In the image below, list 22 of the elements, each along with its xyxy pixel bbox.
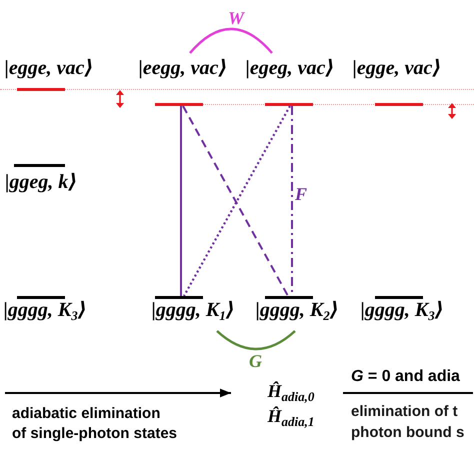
edge-label: W	[228, 8, 244, 28]
edge-label: G = 0 and adia	[351, 367, 460, 387]
state-label: |egeg, vac⟩	[246, 57, 335, 79]
state-label: |gggg, K$_{3}$⟩	[360, 299, 444, 321]
state-label: |egge, vac⟩	[4, 57, 94, 79]
annotation-text: elimination of t photon bound s	[351, 402, 466, 443]
operator-label: Ĥ$_{adia,1}$	[268, 406, 314, 426]
state-label: |gggg, K$_{1}$⟩	[152, 299, 235, 321]
connector-line	[343, 392, 473, 394]
state-label: |gggg, K$_{2}$⟩	[256, 299, 339, 321]
state-label: |ggeg, k⟩	[5, 171, 78, 193]
edge-label: F	[295, 184, 308, 204]
edge-label: G	[249, 351, 262, 371]
transition-line	[180, 106, 182, 296]
edge-label: adiabatic elimination of single-photon states	[12, 404, 178, 444]
coupling-arc	[189, 28, 273, 54]
state-label: |gggg, K$_{3}$⟩	[4, 299, 87, 321]
arrow	[5, 388, 231, 398]
coupling-arc	[216, 330, 296, 350]
operator-label: Ĥ$_{adia,0}$	[268, 381, 314, 401]
state-label: |eegg, vac⟩	[138, 57, 228, 79]
state-label: |egge, vac⟩	[352, 57, 442, 79]
